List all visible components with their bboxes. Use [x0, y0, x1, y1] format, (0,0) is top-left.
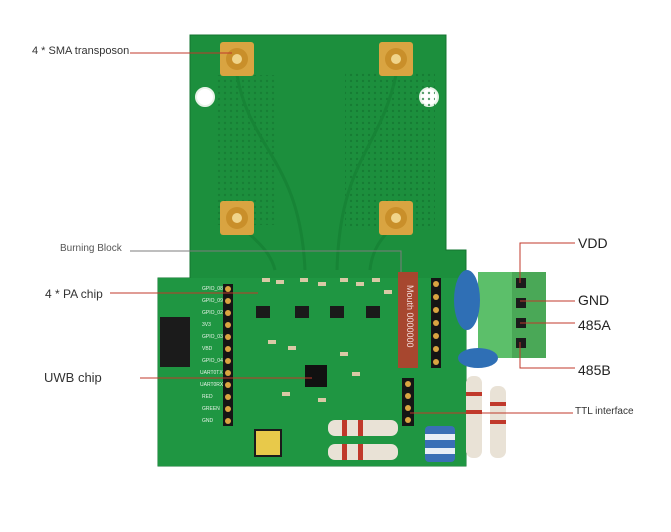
- left-pin-header: [223, 284, 233, 426]
- pin-label: GPIO_04: [202, 358, 223, 364]
- label-485a: 485A: [578, 317, 611, 333]
- pin-label: GPIO_08: [202, 286, 223, 292]
- label-ttl-interface: TTL interface: [575, 406, 634, 417]
- pin-label: RED: [202, 394, 213, 400]
- label-sma-transposon: 4 * SMA transposon: [32, 45, 130, 57]
- label-burning-block: Burning Block: [60, 243, 122, 254]
- annotation-lines: [110, 52, 575, 414]
- pin-label: GND: [202, 418, 214, 424]
- left-connector: [160, 317, 190, 367]
- pa-chips: [256, 306, 380, 318]
- line-485b: [519, 342, 575, 369]
- capacitor-1: [454, 270, 480, 330]
- label-vdd: VDD: [578, 235, 608, 251]
- smd-components: [262, 278, 392, 402]
- sma-connector-3: [220, 201, 254, 235]
- sma-connector-1: [220, 42, 254, 76]
- pin-label: GPIO_03: [202, 334, 223, 340]
- label-uwb-chip: UWB chip: [44, 370, 102, 385]
- pin-label: VBD: [202, 346, 213, 352]
- burning-block-text: Mouth 0000000: [405, 285, 415, 348]
- right-pin-header: [431, 278, 441, 368]
- yellow-pad: [254, 429, 282, 457]
- pin-label: GREEN: [202, 406, 220, 412]
- burning-block-strip: [398, 272, 418, 368]
- inductor-coil: [425, 426, 455, 462]
- line-burning-block: [130, 250, 402, 272]
- pin-label: UART0RX: [200, 382, 224, 388]
- label-485b: 485B: [578, 362, 611, 378]
- uwb-chip: [305, 365, 327, 387]
- label-pa-chip: 4 * PA chip: [45, 287, 103, 301]
- pin-label: 3V3: [202, 322, 211, 328]
- sma-connector-4: [379, 201, 413, 235]
- mounting-hole-left: [195, 87, 215, 107]
- pin-label: GPIO_02: [202, 310, 223, 316]
- resistors: [328, 376, 506, 460]
- terminal-block: [478, 272, 546, 358]
- line-vdd: [519, 242, 575, 283]
- sma-connector-2: [379, 42, 413, 76]
- label-gnd: GND: [578, 292, 610, 308]
- pin-label: GPIO_09: [202, 298, 223, 304]
- ttl-header: [402, 378, 414, 426]
- pin-label: UART0TX: [200, 370, 223, 376]
- capacitor-2: [458, 348, 498, 368]
